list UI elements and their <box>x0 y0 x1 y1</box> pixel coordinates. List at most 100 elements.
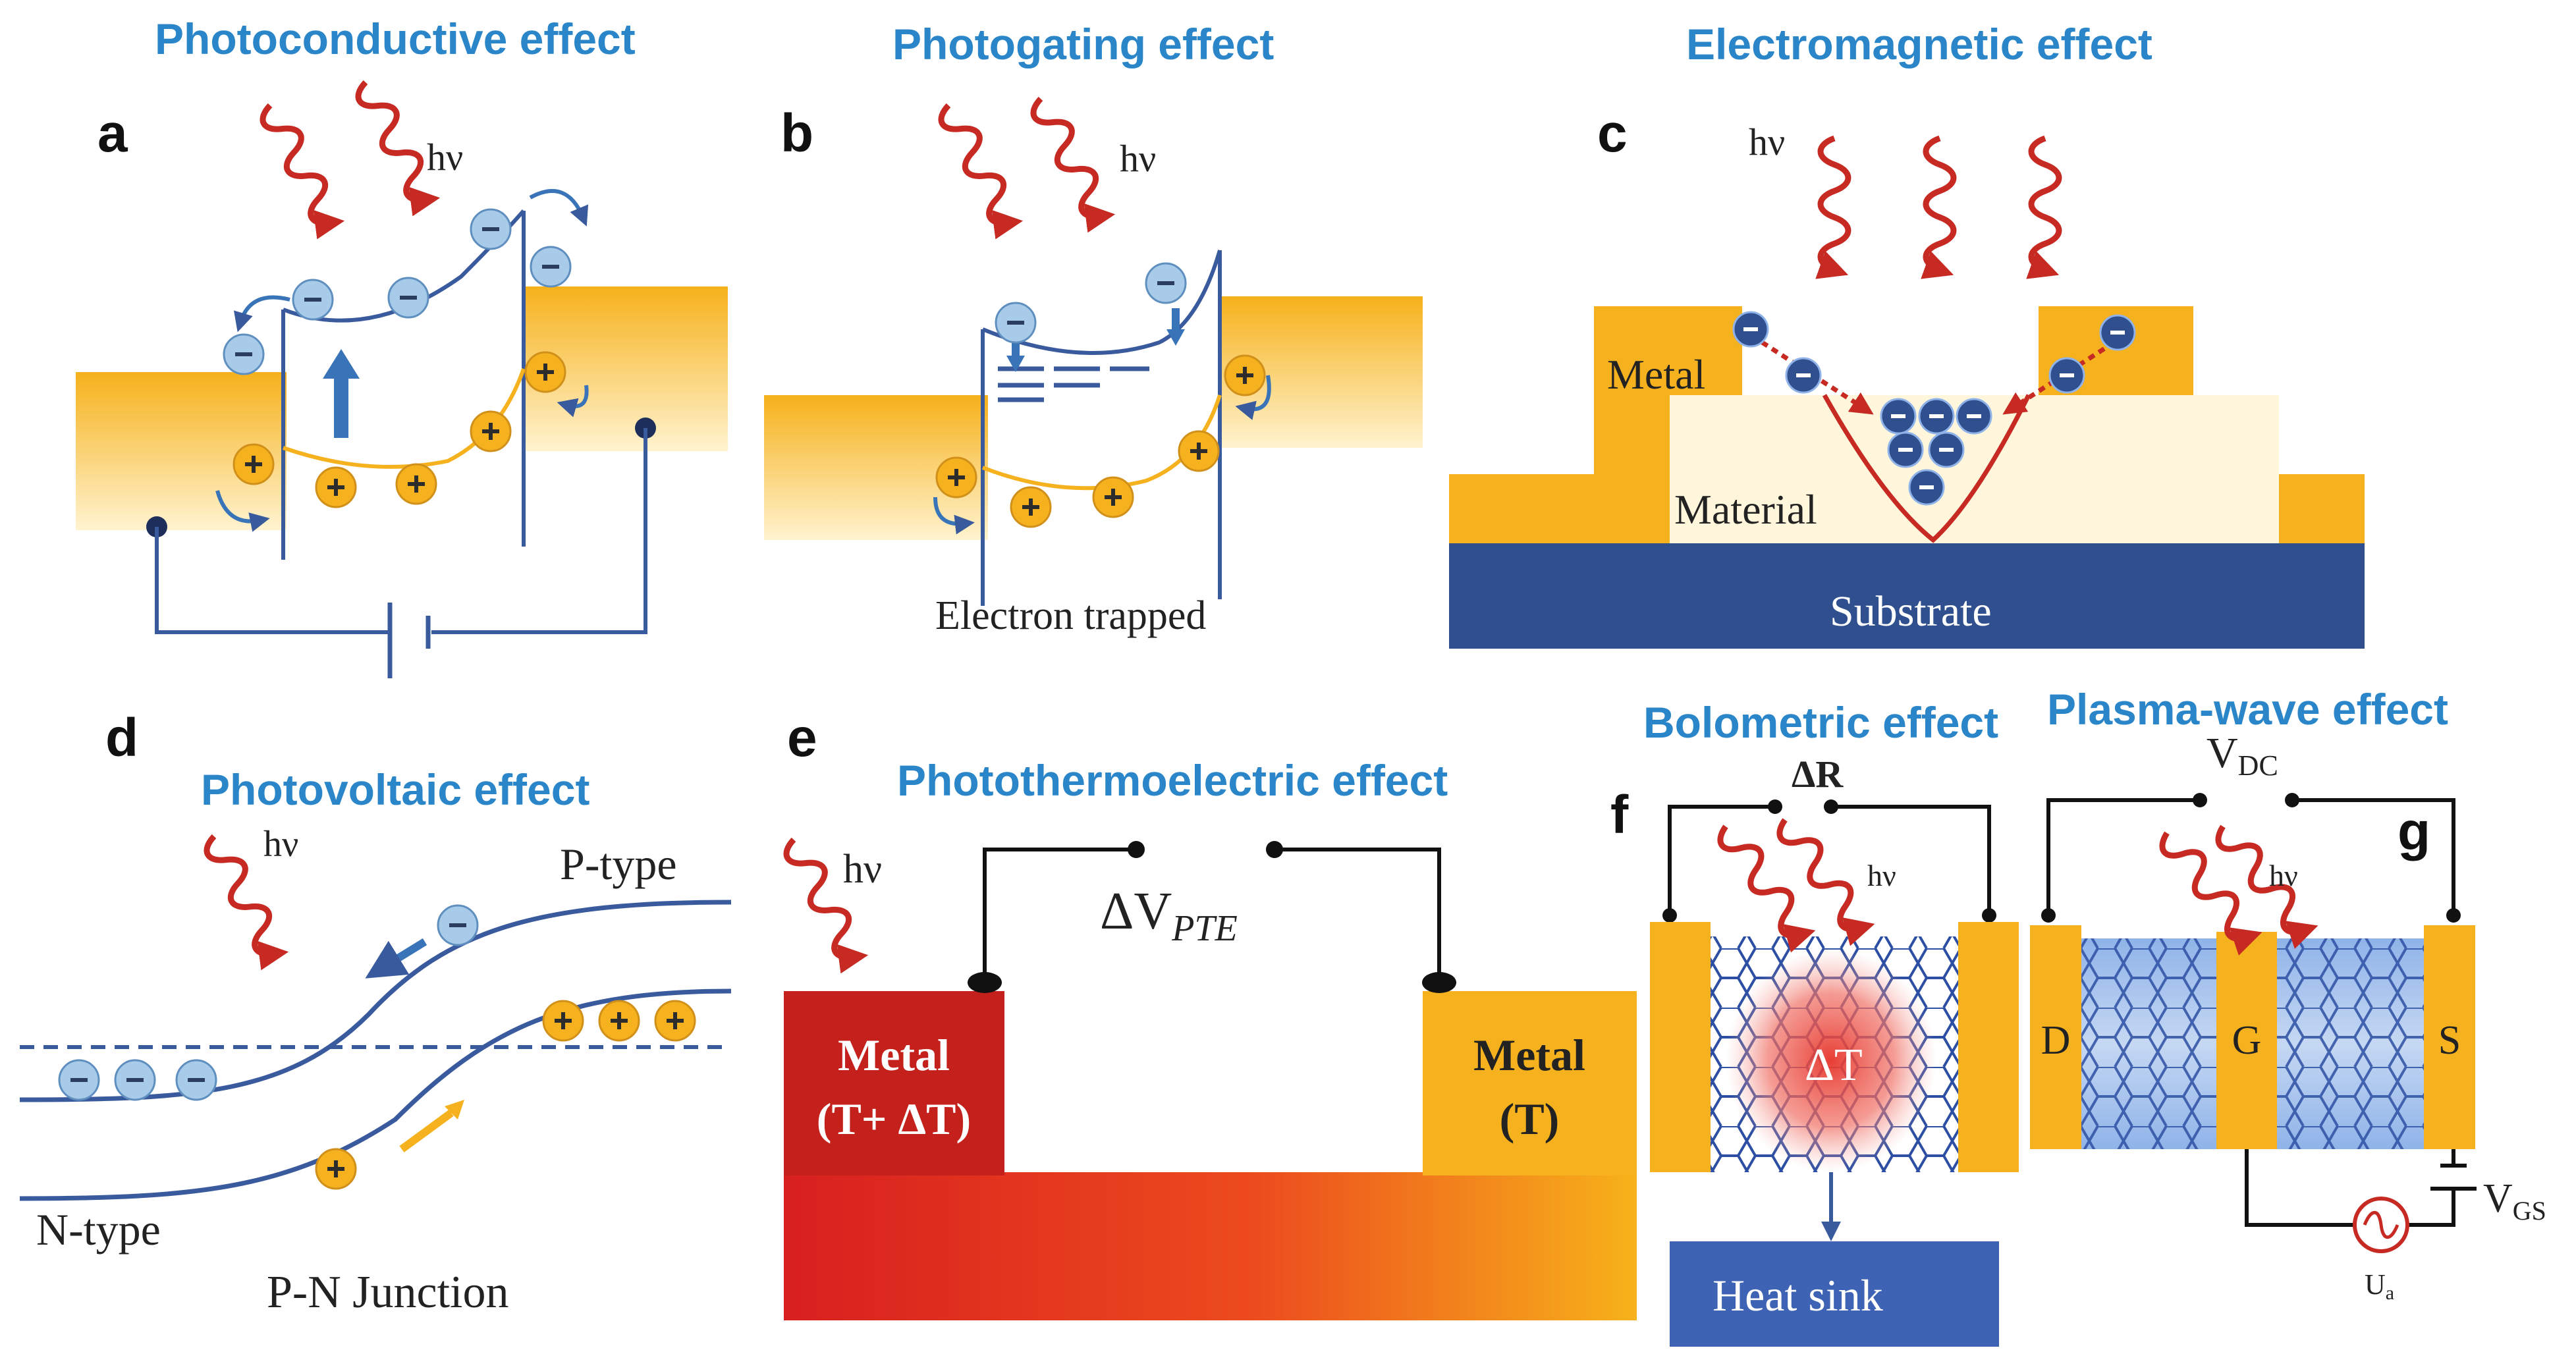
panel-f-label: f <box>1610 785 1629 845</box>
hole-icon <box>1092 476 1134 518</box>
electron-icon <box>1908 469 1945 506</box>
electron-icon <box>1785 357 1822 394</box>
gate-label: G <box>2232 1018 2262 1063</box>
panel-e: e Photothermoelectric effect hν ΔVPTE Me… <box>781 708 1637 1320</box>
circuit-wire <box>983 848 1441 975</box>
hole-icon <box>524 351 566 393</box>
electron-icon <box>2048 357 2085 394</box>
hole-icon <box>395 463 437 505</box>
electrode-left <box>1650 922 1711 1172</box>
hole-icon <box>315 1148 357 1190</box>
hole-icon <box>654 1000 696 1042</box>
electron-icon <box>1887 431 1924 468</box>
electron-icon <box>1928 431 1965 468</box>
trap-states <box>998 366 1149 402</box>
hole-icon <box>1224 354 1266 396</box>
metal-label: Metal <box>1607 351 1705 398</box>
photon-label: hν <box>1120 137 1156 180</box>
metal-hot-label: Metal <box>838 1030 950 1080</box>
electron-icon <box>437 904 479 946</box>
valence-band <box>283 368 526 469</box>
electron-icon <box>2099 314 2136 351</box>
conduction-band <box>19 900 732 1102</box>
photon-label: hν <box>263 824 298 865</box>
source-label: S <box>2438 1018 2461 1063</box>
panel-b: Photogating effect b hν Electron trapped <box>764 20 1423 638</box>
electron-icon <box>292 279 334 321</box>
hole-icon <box>233 443 275 485</box>
hole-icon <box>1010 486 1052 528</box>
substrate-layer <box>1449 543 2365 649</box>
electrode-right <box>1958 922 2019 1172</box>
circuit-wire <box>1668 805 1991 915</box>
delta-t-label: ΔT <box>1805 1040 1863 1091</box>
panel-g-label: g <box>2398 801 2430 861</box>
photon-label: hν <box>2269 859 2298 892</box>
photon-icon <box>2031 138 2059 270</box>
hole-icon <box>1178 430 1220 472</box>
panel-a: Photoconductive effect a hν <box>76 14 728 678</box>
photon-icon <box>1028 92 1112 222</box>
electron-icon <box>58 1059 100 1101</box>
metal-cold-temp: (T) <box>1500 1094 1560 1144</box>
photon-label: hν <box>427 136 463 178</box>
panel-d-title: Photovoltaic effect <box>201 765 589 814</box>
electron-icon <box>1956 398 1992 435</box>
panel-b-title: Photogating effect <box>892 20 1274 68</box>
panel-f-title: Bolometric effect <box>1643 698 1998 747</box>
photon-icon <box>353 76 437 205</box>
photon-icon <box>2156 824 2259 945</box>
hole-icon <box>542 1000 584 1042</box>
photon-label: hν <box>843 847 882 892</box>
electron-icon <box>223 333 265 375</box>
panel-c: Electromagnetic effect c hν Metal Materi… <box>1449 20 2365 649</box>
electron-icon <box>114 1059 156 1101</box>
electron-icon <box>995 302 1037 344</box>
hole-icon <box>470 410 512 452</box>
ua-label: Ua <box>2365 1268 2394 1304</box>
photon-icon <box>258 99 342 229</box>
panel-f: Bolometric effect f ΔR ΔT hν Heat sink <box>1610 698 2019 1347</box>
panel-e-title: Photothermoelectric effect <box>897 756 1448 805</box>
hot-spot <box>1726 948 1936 1172</box>
gate-circuit <box>2245 1149 2455 1227</box>
hole-icon <box>598 1000 640 1042</box>
photon-icon <box>936 99 1020 229</box>
electron-icon <box>1732 311 1769 348</box>
delta-r-label: ΔR <box>1792 753 1844 796</box>
electron-icon <box>530 246 572 288</box>
photon-icon <box>1714 819 1813 942</box>
drain-label: D <box>2041 1018 2071 1063</box>
electron-icon <box>1880 398 1917 435</box>
hole-icon <box>935 456 977 499</box>
panel-a-label: a <box>97 103 128 163</box>
panel-c-label: c <box>1597 103 1628 163</box>
ntype-label: N-type <box>36 1204 161 1255</box>
material-label: Material <box>1674 486 1817 533</box>
field-arrow <box>323 349 360 379</box>
photon-label: hν <box>1867 859 1896 892</box>
photon-icon <box>1774 812 1872 936</box>
metal-cold <box>1423 991 1637 1175</box>
metal-cold-label: Metal <box>1473 1030 1585 1080</box>
panel-d-label: d <box>105 708 138 768</box>
metal-hot <box>784 991 1004 1175</box>
electron-icon <box>175 1059 217 1101</box>
valence-band <box>19 988 732 1201</box>
electron-icon <box>387 277 429 319</box>
electron-icon <box>1145 262 1187 304</box>
ptype-label: P-type <box>560 839 677 889</box>
source-electrode <box>2424 925 2475 1149</box>
junction-label: P-N Junction <box>267 1267 509 1318</box>
photon-icon <box>1926 138 1954 270</box>
panel-a-title: Photoconductive effect <box>155 14 636 63</box>
panel-g-title: Plasma-wave effect <box>2047 685 2448 734</box>
substrate-label: Substrate <box>1830 587 1992 635</box>
panel-c-title: Electromagnetic effect <box>1686 20 2152 68</box>
photon-label: hν <box>1749 121 1785 163</box>
electron-icon <box>470 208 512 250</box>
heat-sink-label: Heat sink <box>1713 1270 1883 1320</box>
panel-b-label: b <box>781 103 813 163</box>
photon-icon <box>1821 138 1848 270</box>
